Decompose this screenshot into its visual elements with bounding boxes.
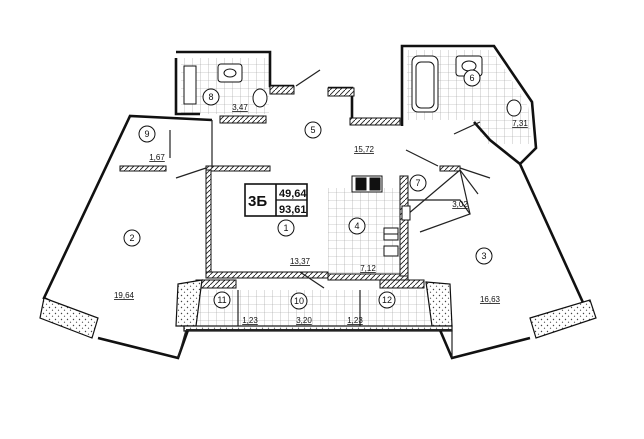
room-12-number: 12: [382, 295, 392, 305]
room-6-number: 6: [469, 73, 474, 83]
interior-lines: [169, 69, 491, 359]
room-5-area: 15,72: [354, 145, 375, 154]
loggia-tiled-floor: [186, 290, 438, 326]
room-12-area: 1,23: [347, 316, 363, 325]
total-area-value: 93,61: [279, 204, 307, 216]
room-4-area: 7,12: [360, 264, 376, 273]
room-7-area: 3,02: [452, 200, 468, 209]
room-10-number: 10: [294, 296, 304, 306]
apartment-type-code: 3Б: [248, 193, 267, 210]
room-5-number: 5: [310, 125, 315, 135]
room-markers: [123, 69, 493, 310]
room-6-marker: [463, 69, 481, 87]
room-5-marker: [304, 121, 322, 139]
room-4-number: 4: [354, 221, 359, 231]
stippled-columns: [39, 279, 597, 339]
room-8-marker: [202, 88, 220, 106]
apartment-info-badge: 3Б 49,64 93,61: [244, 183, 308, 217]
room-3-number: 3: [481, 251, 486, 261]
room-4-marker: [348, 217, 366, 235]
room-3-marker: [475, 247, 493, 265]
room-numbers: 1 2 3 4 5 6 7 8 9 10 11 12: [129, 73, 486, 306]
room-9-number: 9: [144, 129, 149, 139]
room-7-marker: [409, 174, 427, 192]
room-1-number: 1: [283, 223, 288, 233]
room-3-area: 16,63: [480, 295, 501, 304]
room-8-area: 3,47: [232, 103, 248, 112]
room-11-number: 11: [217, 295, 226, 305]
living-area-value: 49,64: [279, 188, 307, 200]
room-6-area: 7,31: [512, 119, 528, 128]
room-1-area: 13,37: [290, 257, 311, 266]
room-areas: 13,37 19,64 16,63 7,12 15,72 7,31 3,02 3…: [114, 103, 528, 325]
room-10-area: 3,20: [296, 316, 312, 325]
room-1-marker: [277, 219, 295, 237]
room-2-marker: [123, 229, 141, 247]
room-9-marker: [138, 125, 156, 143]
room-8-number: 8: [208, 92, 213, 102]
room-7-number: 7: [415, 178, 420, 188]
room-11-area: 1,23: [242, 316, 258, 325]
room-12-marker: [378, 291, 396, 309]
room-10-marker: [290, 292, 308, 310]
hatched-walls: [119, 85, 461, 289]
room-2-area: 19,64: [114, 291, 135, 300]
room-11-marker: [213, 291, 231, 309]
fixtures: [183, 55, 522, 257]
room-2-number: 2: [129, 233, 134, 243]
room-9-area: 1,67: [149, 153, 165, 162]
